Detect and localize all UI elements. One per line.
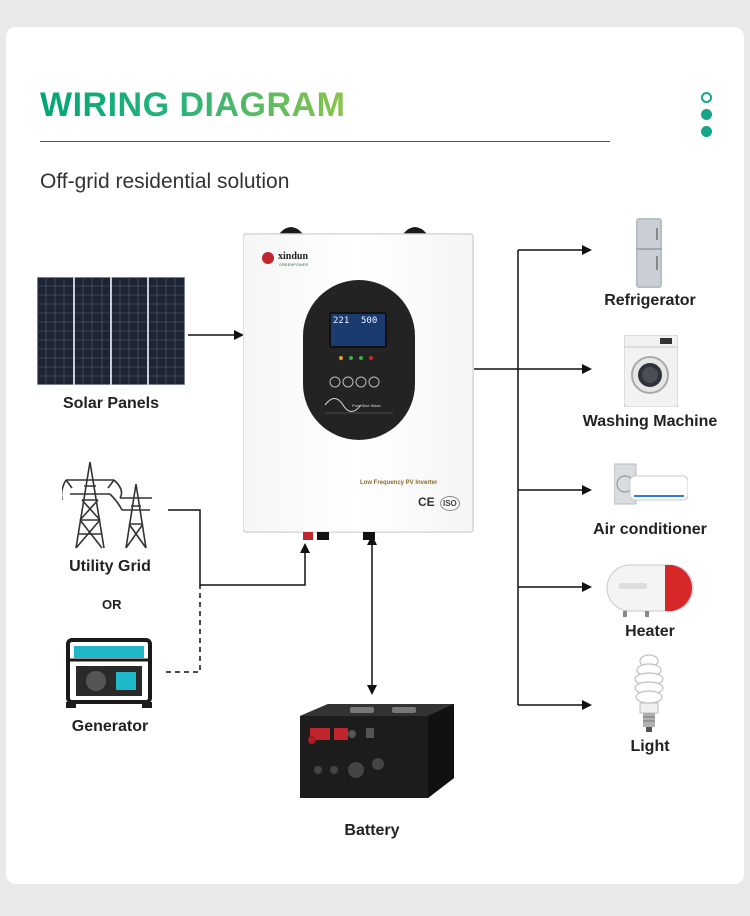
title-divider — [40, 141, 610, 142]
or-label: OR — [102, 597, 122, 612]
dot-outline-icon — [701, 92, 712, 103]
load-label-refrigerator: Refrigerator — [604, 292, 696, 309]
dot-solid-icon — [701, 109, 712, 120]
solar-panel-icon — [37, 277, 185, 385]
menu-dots-icon[interactable] — [701, 92, 715, 143]
inverter-cert-iso: ISO — [440, 496, 460, 511]
inverter-wave-label: Pure Sine Wave — [352, 403, 381, 408]
generator-icon — [66, 638, 152, 708]
load-label-washing-machine: Washing Machine — [582, 413, 718, 430]
grid-label: Utility Grid — [69, 558, 151, 575]
light-bulb-icon — [634, 654, 664, 732]
generator-wire — [166, 585, 201, 673]
dot-solid-icon — [701, 126, 712, 137]
inverter-brand-sub: GREENPOWER — [279, 262, 309, 267]
solar-label: Solar Panels — [62, 395, 160, 412]
battery-icon — [300, 704, 454, 798]
load-label-heater: Heater — [625, 623, 675, 640]
battery-label: Battery — [344, 822, 400, 839]
inverter-model-label: Low Frequency PV Inverter — [360, 480, 438, 486]
inverter-cert-ce: CE — [418, 495, 435, 509]
washing-machine-icon — [624, 335, 678, 407]
refrigerator-icon — [636, 218, 662, 288]
utility-tower-icon — [62, 461, 152, 549]
inverter-display-right: 500 — [361, 316, 378, 326]
subtitle: Off-grid residential solution — [40, 170, 290, 193]
inverter-brand: xindun — [278, 251, 309, 262]
water-heater-icon — [606, 564, 694, 617]
air-conditioner-icon — [614, 463, 688, 505]
inverter-display-left: 221 — [333, 316, 350, 326]
inverter-unit — [243, 227, 474, 540]
generator-label: Generator — [71, 718, 149, 735]
page-title: WIRING DIAGRAM — [40, 86, 346, 124]
load-label-air-conditioner: Air conditioner — [593, 521, 707, 538]
load-label-light: Light — [630, 738, 670, 755]
